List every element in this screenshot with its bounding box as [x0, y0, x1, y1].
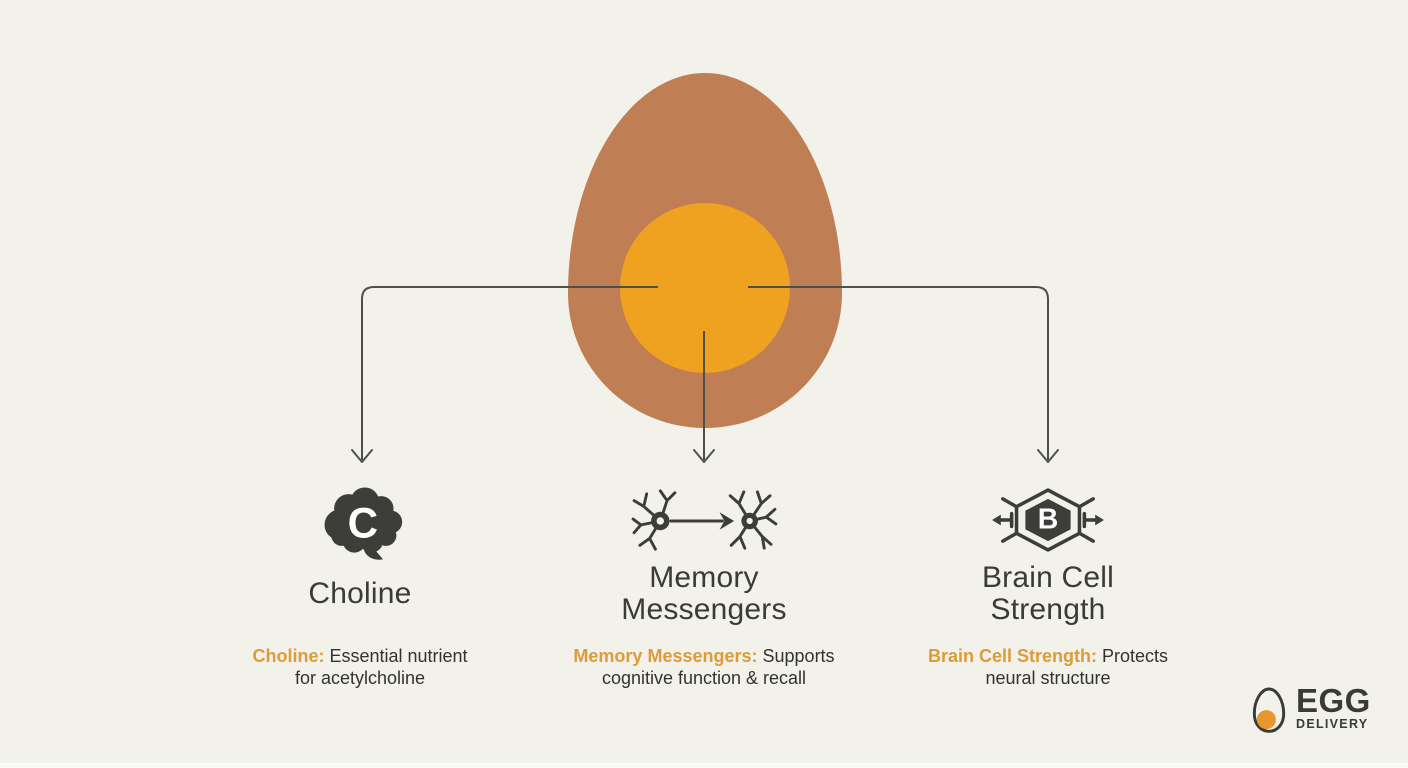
desc-label: Brain Cell Strength: — [927, 646, 1097, 666]
desc-line-2: for acetylcholine — [294, 668, 426, 688]
title-line: Brain Cell — [981, 561, 1115, 594]
desc-line-2: cognitive function & recall — [601, 668, 807, 688]
column-memory-messengers: Memory Messengers Memory Messengers: Sup… — [544, 0, 864, 768]
title-line: Memory — [649, 561, 759, 594]
desc-line-1: Brain Cell Strength: Protects — [888, 645, 1208, 667]
desc-label: Memory Messengers: — [573, 646, 758, 666]
brain-icon-letter: C — [348, 499, 378, 546]
egg-logo-icon — [1252, 687, 1286, 733]
column-desc-choline: Choline: Essential nutrient for acetylch… — [200, 645, 520, 689]
desc-line-2: neural structure — [985, 668, 1111, 688]
desc-label: Choline: — [252, 646, 325, 666]
title-line: Messengers — [621, 593, 787, 626]
desc-line-1: Memory Messengers: Supports — [544, 645, 864, 667]
column-brain-cell-strength: B Brain Cell Strength Brain Cell Strengt… — [888, 0, 1208, 768]
title-line: Strength — [990, 593, 1106, 626]
column-title-choline: Choline — [200, 561, 520, 627]
logo-subtitle: DELIVERY — [1296, 717, 1369, 731]
column-desc-brain-cell-strength: Brain Cell Strength: Protects neural str… — [888, 645, 1208, 689]
column-title-memory-messengers: Memory Messengers — [544, 561, 864, 627]
desc-text: Protects — [1102, 646, 1169, 666]
title-line: Choline — [308, 577, 412, 610]
bottom-edge-strip — [0, 763, 1408, 768]
desc-text: Supports — [762, 646, 835, 666]
egg-logo-yolk — [1256, 710, 1276, 730]
column-desc-memory-messengers: Memory Messengers: Supports cognitive fu… — [544, 645, 864, 689]
brain-icon: C — [324, 487, 403, 560]
egg-delivery-logo: EGG DELIVERY — [1250, 682, 1371, 736]
shield-icon-letter: B — [1038, 504, 1059, 536]
logo-text: EGG DELIVERY — [1296, 682, 1371, 731]
hexagon-shield-icon: B — [991, 488, 1105, 552]
column-choline: C Choline Choline: Essential nutrient fo… — [200, 0, 520, 768]
logo-name: EGG — [1296, 682, 1371, 719]
neurons-arrow-icon — [631, 489, 778, 551]
desc-text: Essential nutrient — [329, 646, 468, 666]
desc-line-1: Choline: Essential nutrient — [200, 645, 520, 667]
column-title-brain-cell-strength: Brain Cell Strength — [888, 561, 1208, 627]
